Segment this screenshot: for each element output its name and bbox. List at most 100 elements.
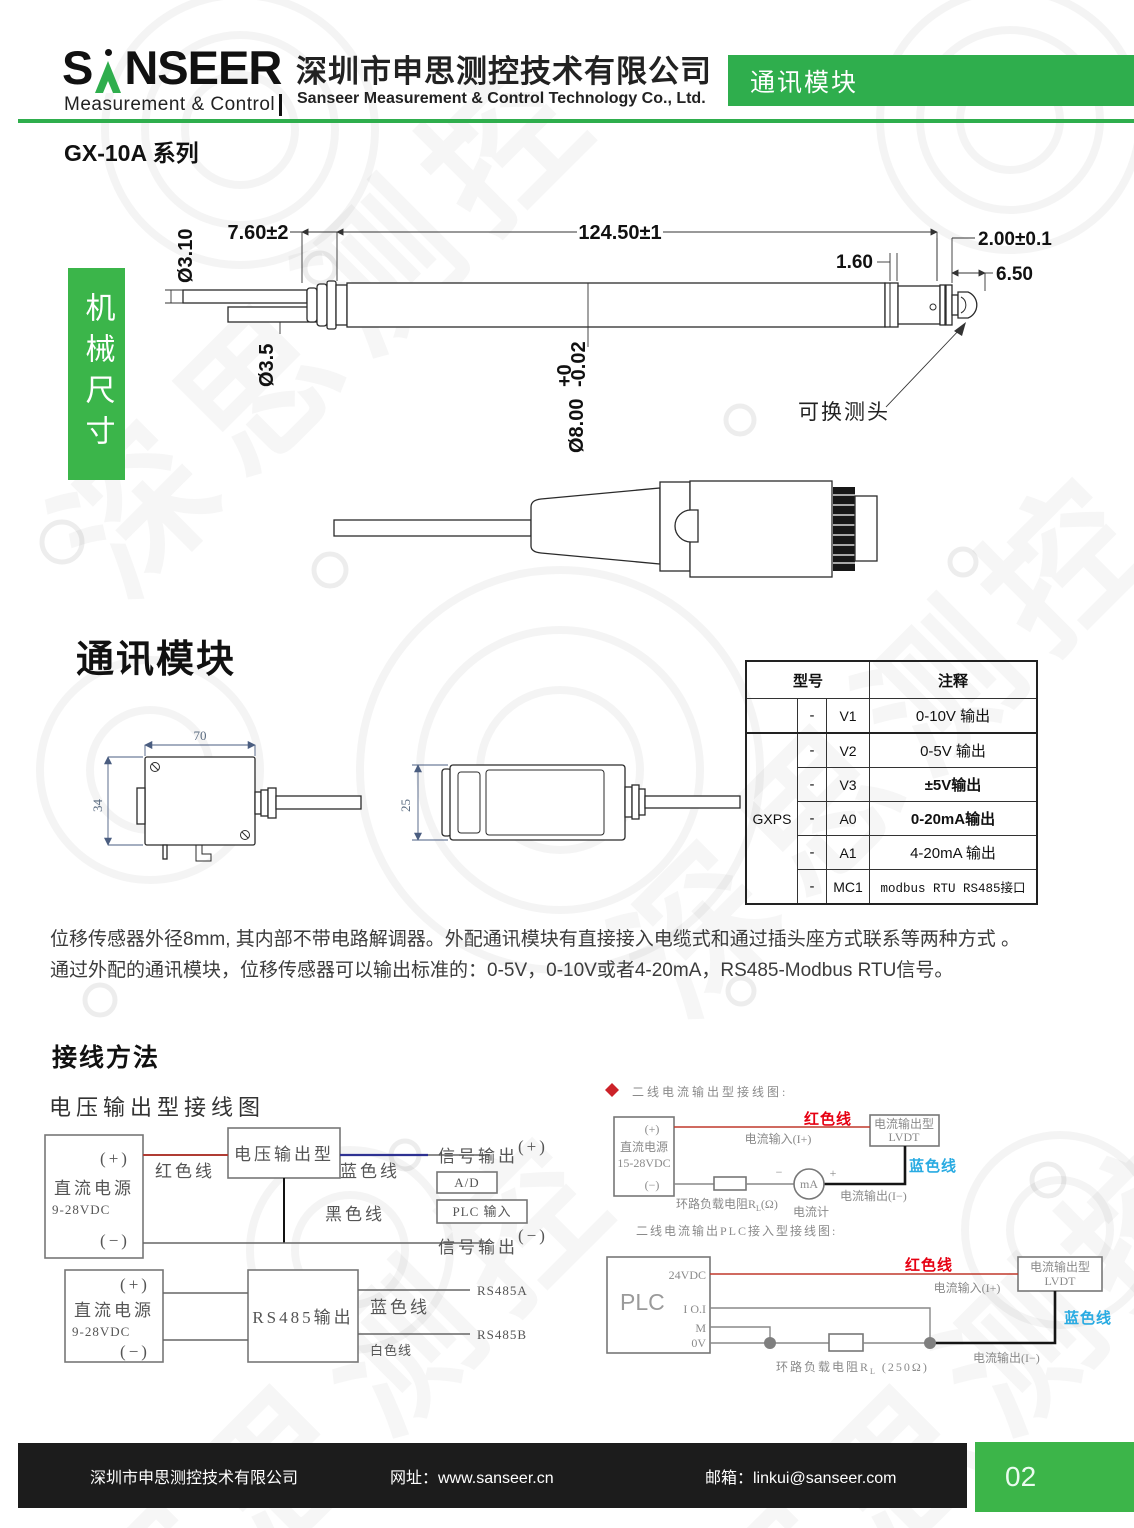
current-in-label: 电流输入(I+)	[745, 1131, 812, 1146]
voltage-module-label: 电压输出型	[234, 1145, 334, 1164]
cell-code: V2	[826, 732, 870, 768]
resistor-label: 环路负载电阻RL(Ω)	[676, 1196, 778, 1213]
dc-label: 直流电源	[54, 1179, 134, 1198]
company-name-en: Sanseer Measurement & Control Technology…	[297, 90, 706, 107]
dc-plus: (+)	[120, 1275, 150, 1294]
meter-minus: −	[776, 1165, 783, 1179]
plc-label: PLC	[620, 1289, 665, 1315]
voltage-wiring-diagram: (+) 直流电源 9-28VDC (−) 电压输出型 红色线 蓝色线 信号输出 …	[44, 1127, 548, 1363]
red-wire-label: 红色线	[905, 1256, 953, 1274]
voltage-diagram: (+) 直流电源 9-28VDC (−) 电压输出型 红色线 蓝色线 信号输出 …	[44, 1127, 548, 1259]
meter-label: 电流计	[793, 1205, 829, 1219]
cell-series: GXPS	[745, 732, 798, 905]
page-number: 02	[1005, 1461, 1037, 1492]
table-row: - MC1 modbus RTU RS485接口	[746, 869, 1038, 905]
table-header-row: 型号 注释	[745, 660, 1038, 699]
cell-code: A1	[826, 835, 870, 870]
dim-tip: 2.00±0.1	[978, 229, 1052, 250]
wiring-section-heading: 接线方法	[52, 1044, 161, 1072]
cell-dash: -	[797, 732, 827, 768]
section-badge-label: 通讯模块	[750, 68, 859, 97]
model-spec-table: 型号 注释 - V1 0-10V 输出 GXPS - V2 0-5V 输出 - …	[745, 660, 1038, 905]
ad-box-label: A/D	[454, 1175, 479, 1190]
rs485-module-label: RS485输出	[252, 1308, 353, 1327]
mechanical-dimensions-tab-label: 机械尺寸	[80, 292, 114, 456]
signal-out-plus-label: 信号输出	[438, 1147, 518, 1166]
dim-body-length: 124.50±1	[578, 222, 661, 244]
dc-minus: (−)	[100, 1231, 130, 1250]
description-line-1: 位移传感器外径8mm, 其内部不带电路解调器。外配通讯模块有直接接入电缆式和通过…	[50, 929, 1021, 950]
cell-dash: -	[797, 835, 827, 870]
dc-range: 9-28VDC	[72, 1324, 130, 1339]
blue-wire-label: 蓝色线	[1064, 1309, 1112, 1327]
signal-out-plus-sign: (+)	[518, 1137, 548, 1156]
plc-m: M	[695, 1321, 706, 1335]
dc-minus: (−)	[120, 1342, 150, 1361]
current-diagram: (+) 直流电源 15-28VDC (−) 电流输出型 LVDT 红色线 电流输…	[613, 1110, 957, 1219]
dim-module-height: 34	[90, 799, 105, 813]
mechanical-dimensions-tab: 机械尺寸	[68, 268, 125, 480]
dim-head: 6.50	[996, 264, 1033, 285]
footer-website: 网址：www.sanseer.cn	[390, 1469, 554, 1487]
dc-range: 9-28VDC	[52, 1202, 110, 1217]
footer-bar: 深圳市申思测控技术有限公司 网址：www.sanseer.cn 邮箱：linku…	[18, 1443, 967, 1508]
current-wiring-diagrams: 二线电流输出型接线图: (+) 直流电源 15-28VDC (−) 电流输出型 …	[605, 1083, 1112, 1376]
current-out-label: 电流输出(I−)	[840, 1188, 907, 1203]
cell-code: V3	[826, 767, 870, 802]
black-wire-label: 黑色线	[325, 1205, 385, 1224]
plc-io: I O.I	[683, 1302, 706, 1316]
module-description: 位移传感器外径8mm, 其内部不带电路解调器。外配通讯模块有直接接入电缆式和通过…	[50, 924, 1124, 987]
cell-note: 0-20mA输出	[869, 801, 1038, 836]
cell-dash: -	[797, 801, 827, 836]
dim-body-diameter-group: Ø8.00 +0 -0.02	[554, 341, 590, 453]
dim-cable-length: 7.60±2	[227, 222, 288, 244]
lvdt-line2: LVDT	[1045, 1274, 1077, 1288]
dc-label: 直流电源	[74, 1301, 154, 1320]
blue-wire-label: 蓝色线	[370, 1298, 430, 1317]
red-wire-label: 红色线	[804, 1110, 852, 1128]
logo-letters-rest: NSEER	[124, 41, 282, 94]
dc-range: 15-28VDC	[617, 1156, 670, 1170]
dim-module-width: 70	[194, 728, 207, 743]
header-divider	[18, 119, 1134, 123]
rs485a-label: RS485A	[477, 1283, 528, 1298]
junction-dot	[924, 1337, 936, 1349]
cell-code: MC1	[826, 869, 870, 905]
table-row: - V1 0-10V 输出	[745, 698, 1038, 734]
footer-company: 深圳市申思测控技术有限公司	[90, 1469, 299, 1487]
table-row: GXPS - V2 0-5V 输出	[745, 732, 1038, 905]
series-title: GX-10A 系列	[64, 140, 199, 166]
connector-figure	[333, 480, 878, 578]
current-diagram-title: 二线电流输出型接线图:	[632, 1084, 788, 1099]
red-wire-label: 红色线	[155, 1162, 215, 1181]
cell-dash: -	[797, 698, 827, 734]
dim-body-diameter-tol-upper: +0	[554, 364, 576, 387]
module-front-view: 70 34	[90, 728, 362, 862]
cell-note: 0-5V 输出	[869, 732, 1038, 768]
blue-wire-label: 蓝色线	[909, 1157, 957, 1175]
probe-note: 可换测头	[798, 400, 890, 424]
dimension-lines: 124.50±1 7.60±2 Ø3.10 Ø3.5	[165, 222, 1052, 453]
footer-email: 邮箱：linkui@sanseer.com	[705, 1469, 897, 1487]
dim-cable-diameter: Ø3.10	[175, 229, 197, 283]
lvdt-line2: LVDT	[889, 1130, 921, 1144]
cell-note: 4-20mA 输出	[869, 835, 1038, 870]
mechanical-drawing: 124.50±1 7.60±2 Ø3.10 Ø3.5	[165, 222, 1052, 453]
rs485-diagram: (+) 直流电源 9-28VDC (−) RS485输出 蓝色线 RS485A …	[64, 1269, 528, 1363]
module-drawings: 70 34	[90, 728, 741, 862]
dim-body-diameter-tol-lower: -0.02	[568, 341, 590, 387]
current-out-label: 电流输出(I−)	[973, 1350, 1040, 1365]
logo-letter-s: S	[62, 41, 93, 94]
signal-out-minus-label: 信号输出	[438, 1238, 518, 1257]
dim-body-diameter: Ø8.00	[566, 399, 588, 453]
resistor-label: 环路负载电阻RL (250Ω)	[776, 1359, 929, 1376]
section-badge: 通讯模块	[728, 55, 1134, 106]
page-number-box: 02	[975, 1442, 1134, 1512]
header-note: 注释	[869, 660, 1038, 699]
voltage-diagram-title: 电压输出型接线图	[49, 1095, 266, 1120]
dim-groove: 1.60	[836, 252, 873, 273]
blue-wire-label: 蓝色线	[340, 1162, 400, 1181]
cell-note: modbus RTU RS485接口	[869, 869, 1038, 905]
sensor-outline	[182, 280, 978, 330]
